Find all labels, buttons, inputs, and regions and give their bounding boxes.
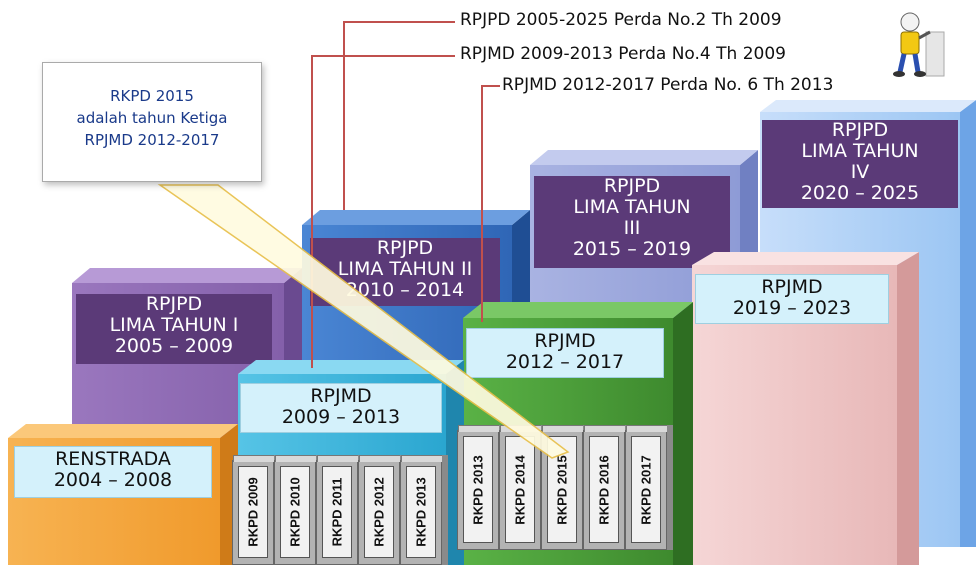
rkpd-book: RKPD 2011 bbox=[316, 455, 364, 565]
rkpd-book: RKPD 2010 bbox=[274, 455, 322, 565]
rpjmd-block-1-top bbox=[238, 360, 464, 374]
rkpd-book-label: RKPD 2009 bbox=[245, 477, 261, 547]
renstrada-label: RENSTRADA 2004 – 2008 bbox=[14, 446, 212, 498]
rkpd-book: RKPD 2009 bbox=[232, 455, 280, 565]
reference-rpjmd-2012: RPJMD 2012-2017 Perda No. 6 Th 2013 bbox=[502, 75, 834, 95]
rpjpd-block-4-top bbox=[760, 100, 976, 112]
rkpd-book: RKPD 2014 bbox=[499, 425, 547, 550]
rpjmd-label-1: RPJMD 2009 – 2013 bbox=[240, 383, 442, 433]
rkpd-book: RKPD 2013 bbox=[457, 425, 505, 550]
rkpd-book: RKPD 2013 bbox=[400, 455, 448, 565]
rpjpd-block-1-top bbox=[72, 268, 302, 283]
rkpd-book-label: RKPD 2016 bbox=[596, 454, 612, 525]
rkpd-book: RKPD 2016 bbox=[583, 425, 631, 550]
cartoon-figure-icon bbox=[893, 12, 945, 77]
rkpd-book: RKPD 2012 bbox=[358, 455, 406, 565]
rkpd-book: RKPD 2017 bbox=[625, 425, 673, 550]
rkpd-book-label: RKPD 2011 bbox=[329, 477, 345, 547]
connector-rpjpd bbox=[343, 21, 455, 210]
rpjmd-label-2: RPJMD 2012 – 2017 bbox=[466, 328, 664, 378]
rpjpd-label-2: RPJPD LIMA TAHUN II 2010 – 2014 bbox=[310, 238, 500, 306]
callout-box: RKPD 2015 adalah tahun Ketiga RPJMD 2012… bbox=[42, 62, 262, 182]
rpjpd-label-1: RPJPD LIMA TAHUN I 2005 – 2009 bbox=[76, 294, 272, 364]
rpjmd-label-3: RPJMD 2019 – 2023 bbox=[695, 274, 889, 324]
rkpd-book-label: RKPD 2013 bbox=[470, 454, 486, 525]
rpjpd-block-2-top bbox=[302, 210, 530, 225]
reference-rpjmd-2009: RPJMD 2009-2013 Perda No.4 Th 2009 bbox=[460, 44, 786, 64]
rkpd-book-label: RKPD 2010 bbox=[287, 477, 303, 547]
rkpd-book-label: RKPD 2015 bbox=[554, 454, 570, 525]
rkpd-book: RKPD 2015 bbox=[541, 425, 589, 550]
rkpd-book-label: RKPD 2014 bbox=[512, 454, 528, 525]
rkpd-book-label: RKPD 2017 bbox=[638, 454, 654, 525]
rpjpd-label-4: RPJPD LIMA TAHUN IV 2020 – 2025 bbox=[762, 120, 958, 208]
rpjmd-block-3-top bbox=[692, 252, 919, 265]
rpjmd-block-3-side bbox=[897, 252, 919, 565]
reference-rpjpd: RPJPD 2005-2025 Perda No.2 Th 2009 bbox=[460, 10, 782, 30]
rpjpd-block-4-side bbox=[960, 100, 976, 547]
rpjpd-block-3-top bbox=[530, 150, 758, 165]
rkpd-book-label: RKPD 2013 bbox=[413, 477, 429, 547]
rpjmd-block-2-side bbox=[673, 302, 693, 565]
renstrada-block-top bbox=[8, 424, 238, 438]
rpjmd-block-2-top bbox=[463, 302, 693, 318]
rpjpd-label-3: RPJPD LIMA TAHUN III 2015 – 2019 bbox=[534, 176, 730, 268]
rkpd-book-label: RKPD 2012 bbox=[371, 477, 387, 547]
